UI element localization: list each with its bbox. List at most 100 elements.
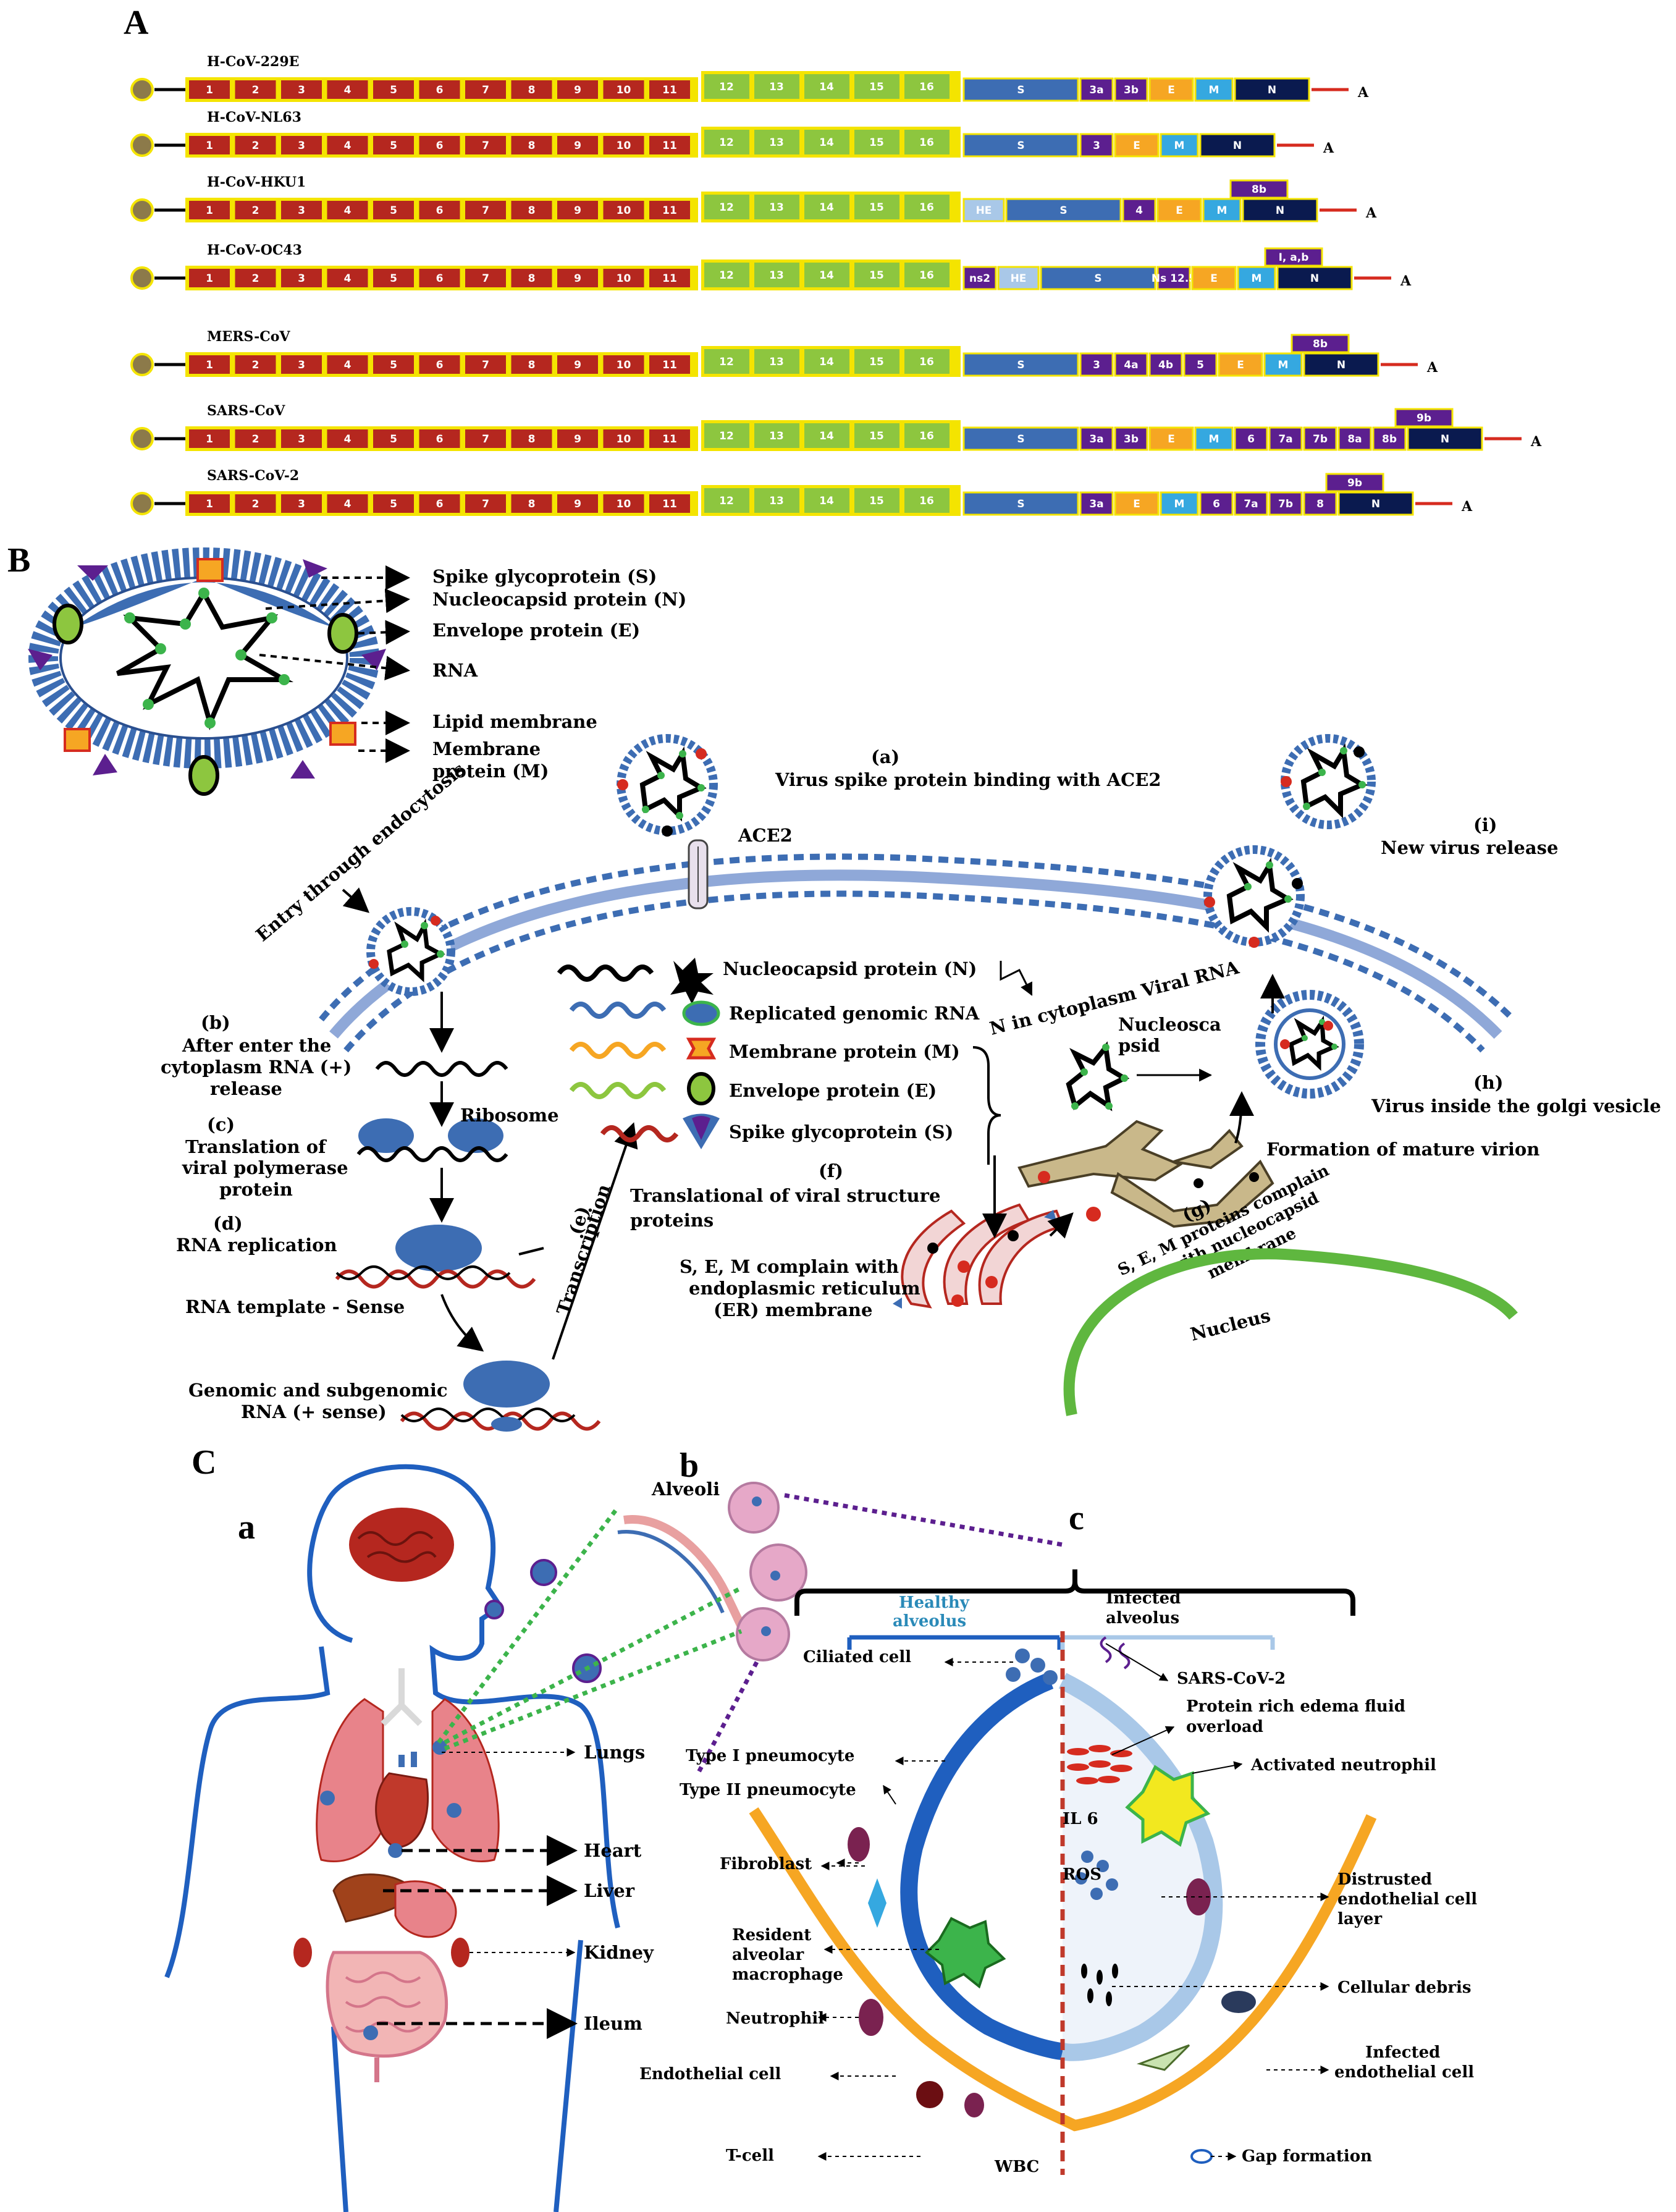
- orf1a-segment: [373, 269, 414, 287]
- label-f-3: proteins: [630, 1210, 714, 1231]
- overlap-gene: [1325, 473, 1384, 492]
- orf1a-segment: [235, 201, 276, 219]
- orf1b-segment: [704, 349, 749, 374]
- orf1a-segment: [465, 201, 506, 219]
- orf1a-segment: [281, 80, 322, 99]
- orf1b-label: 12: [719, 269, 734, 282]
- orf1b-label: 12: [719, 81, 734, 93]
- orf1b-label: 16: [919, 430, 934, 442]
- orf1a-label: 2: [252, 205, 259, 217]
- label-a-2: Virus spike protein binding with ACE2: [775, 769, 1161, 790]
- orf1a-label: 6: [436, 140, 444, 152]
- structural-gene: [1234, 426, 1268, 451]
- orf1b-segment: [704, 263, 749, 287]
- orf1b-segment: [804, 423, 849, 448]
- genome-name: H-CoV-229E: [207, 54, 299, 70]
- structural-gene: [1276, 266, 1353, 290]
- overlap-gene-label: 9b: [1347, 477, 1362, 489]
- orf1a-segment: [373, 494, 414, 513]
- orf1b-segment: [804, 74, 849, 99]
- orf1b-segment: [754, 263, 799, 287]
- orf1a-segment: [281, 269, 322, 287]
- orf1a-segment: [189, 269, 230, 287]
- orf1a-segment: [373, 355, 414, 374]
- cap-icon: [130, 133, 154, 157]
- orf1b-label: 12: [719, 201, 734, 214]
- orf1b-label: 12: [719, 356, 734, 368]
- orf1a-segment: [465, 355, 506, 374]
- orf1a-label: 5: [390, 84, 397, 96]
- label-envelope: Envelope protein (E): [432, 620, 640, 641]
- orf1a-segment: [603, 355, 644, 374]
- structural-gene-label: 4b: [1158, 359, 1173, 371]
- orf1b-label: 15: [869, 201, 884, 214]
- orf1a-segment: [465, 494, 506, 513]
- structural-gene-label: N: [1233, 140, 1242, 152]
- orf1a-label: 6: [436, 433, 444, 445]
- orf1a-label: 3: [298, 84, 305, 96]
- orf1b-label: 16: [919, 201, 934, 214]
- orf1a-segment: [557, 494, 598, 513]
- structural-gene-label: 7a: [1244, 498, 1258, 510]
- orf1a-label: 3: [298, 498, 305, 510]
- structural-gene: [962, 266, 997, 290]
- structural-gene: [1234, 491, 1268, 516]
- orf1a-segment: [189, 429, 230, 448]
- panel-a-label: A: [124, 4, 149, 42]
- label-i-1: (i): [1473, 814, 1497, 835]
- orf1a-segment: [649, 494, 690, 513]
- orf1b-segment: [704, 74, 749, 99]
- structural-gene: [1156, 266, 1191, 290]
- orf1b-label: 14: [819, 495, 834, 507]
- cell-membrane: [319, 853, 1516, 1053]
- orf1a-segment: [603, 136, 644, 154]
- orf1b-label: 14: [819, 81, 834, 93]
- orf1b-label: 15: [869, 269, 884, 282]
- structural-gene-label: S: [1017, 498, 1024, 510]
- orf1a-segment: [649, 136, 690, 154]
- structural-gene-label: 3b: [1124, 433, 1139, 445]
- polya-tail-label: A: [1365, 205, 1377, 221]
- label-h-2: Virus inside the golgi vesicle: [1371, 1095, 1661, 1117]
- structural-gene-label: E: [1176, 205, 1183, 217]
- orf1a-label: 1: [206, 140, 213, 152]
- orf1b-label: 14: [819, 137, 834, 149]
- orf1a-label: 4: [344, 433, 352, 445]
- orf1a-label: 7: [482, 140, 489, 152]
- orf1b-label: 13: [769, 495, 784, 507]
- label-membrane-2: protein (M): [432, 761, 549, 782]
- orf1a-label: 7: [482, 433, 489, 445]
- orf1a-label: 1: [206, 433, 213, 445]
- structural-gene: [1156, 198, 1202, 222]
- label-er-3: (ER) membrane: [714, 1299, 872, 1320]
- orf1a-segment: [281, 494, 322, 513]
- label-macro-1: Resident: [732, 1926, 811, 1944]
- orf1b-label: 13: [769, 201, 784, 214]
- orf1a-label: 11: [662, 433, 677, 445]
- orf1b-label: 16: [919, 356, 934, 368]
- label-macro-2: alveolar: [732, 1946, 804, 1964]
- orf1a-segment: [189, 136, 230, 154]
- structural-gene-label: E: [1210, 272, 1218, 285]
- label-membrane-1: Membrane: [432, 738, 541, 759]
- structural-gene: [962, 352, 1079, 377]
- orf1a-label: 3: [298, 140, 305, 152]
- structural-gene-label: S: [1094, 272, 1101, 285]
- orf1a-segment: [649, 429, 690, 448]
- structural-gene: [1079, 352, 1114, 377]
- orf1a-label: 11: [662, 140, 677, 152]
- orf1b-label: 15: [869, 430, 884, 442]
- orf1b-label: 13: [769, 81, 784, 93]
- legend-spike: Spike glycoprotein (S): [729, 1121, 953, 1142]
- label-er-1: S, E, M complain with: [680, 1256, 899, 1277]
- orf1b-segment: [704, 130, 749, 154]
- structural-gene-label: 6: [1213, 498, 1220, 510]
- orf1b-segment: [804, 195, 849, 219]
- structural-gene-label: S: [1017, 433, 1024, 445]
- orf1a-label: 1: [206, 84, 213, 96]
- orf1a-segment: [189, 355, 230, 374]
- orf1a-segment: [235, 269, 276, 287]
